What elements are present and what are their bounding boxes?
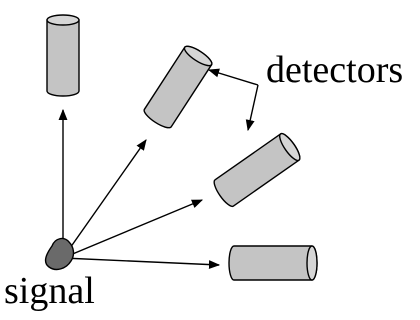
signal-label: signal xyxy=(4,270,95,312)
label-pointer-to-detector-3 xyxy=(245,84,259,132)
detector-cylinder-4 xyxy=(228,245,318,281)
label-pointer-to-detector-2 xyxy=(207,68,259,86)
detector-cylinder-3 xyxy=(213,132,301,208)
signal-arrow-to-detector-2 xyxy=(62,139,147,259)
detector-cylinder-2 xyxy=(143,45,213,129)
signal-arrow-to-detector-4 xyxy=(62,257,221,270)
detectors-label: detectors xyxy=(266,49,404,91)
signal-arrow-to-detector-3 xyxy=(62,199,204,259)
detector-cylinder-1 xyxy=(46,14,80,97)
signal-source-blob xyxy=(44,237,75,271)
